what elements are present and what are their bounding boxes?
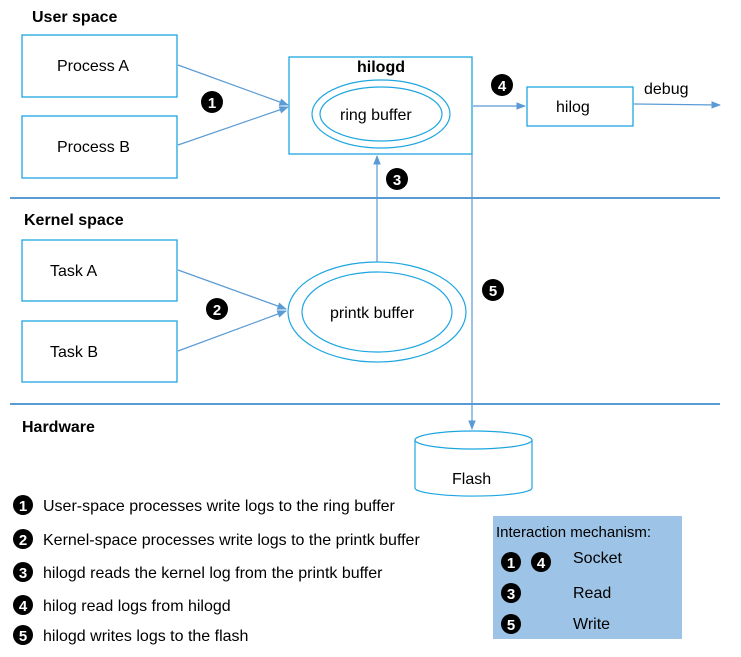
legend-item: 2 Kernel-space processes write logs to t… <box>13 529 420 549</box>
badge-step-3: 3 <box>386 168 408 190</box>
svg-text:2: 2 <box>19 532 27 549</box>
legend-item: 5 hilogd writes logs to the flash <box>13 625 248 645</box>
flash-node: Flash <box>414 430 533 497</box>
svg-text:5: 5 <box>19 628 27 645</box>
svg-text:User-space processes write log: User-space processes write logs to the r… <box>43 498 396 515</box>
svg-text:4: 4 <box>498 78 507 95</box>
ring-buffer-inner <box>319 86 443 142</box>
svg-text:4: 4 <box>537 555 546 572</box>
badge-step-2: 2 <box>206 298 228 320</box>
mechanism-row-read: 3 Read <box>501 583 611 603</box>
panel-title: Interaction mechanism: <box>496 524 651 541</box>
svg-text:1: 1 <box>19 498 27 515</box>
arrow-process-a-to-hilogd <box>177 64 289 106</box>
svg-text:4: 4 <box>19 598 28 615</box>
arrow-task-b-to-printk <box>177 310 287 352</box>
section-label-kernel-space: Kernel space <box>24 212 124 229</box>
process-a-label: Process A <box>57 58 129 75</box>
ring-buffer-outer <box>311 79 451 149</box>
badge-step-5: 5 <box>482 279 504 301</box>
svg-text:hilogd reads the kernel log fr: hilogd reads the kernel log from the pri… <box>43 565 383 582</box>
svg-text:3: 3 <box>19 565 27 582</box>
legend-item: 4 hilog read logs from hilogd <box>13 595 231 615</box>
debug-label: debug <box>644 81 689 98</box>
svg-text:hilog read logs from hilogd: hilog read logs from hilogd <box>43 598 231 615</box>
task-a-label: Task A <box>50 263 97 280</box>
svg-text:2: 2 <box>213 302 221 319</box>
svg-text:Socket: Socket <box>573 550 622 567</box>
interaction-mechanism-panel: Interaction mechanism: 1 4 Socket 3 Read… <box>493 516 682 639</box>
hilogd-node: hilogd ring buffer <box>288 56 473 155</box>
svg-text:5: 5 <box>507 617 515 634</box>
task-b-node: Task B <box>21 320 178 383</box>
legend-item: 1 User-space processes write logs to the… <box>13 495 396 515</box>
svg-text:5: 5 <box>489 283 497 300</box>
arrow-task-a-to-printk <box>177 269 287 310</box>
svg-text:1: 1 <box>507 555 515 572</box>
svg-text:Kernel-space processes write l: Kernel-space processes write logs to the… <box>43 532 420 549</box>
mechanism-row-socket: 1 4 Socket <box>501 550 622 572</box>
hilog-label: hilog <box>556 99 590 116</box>
task-a-node: Task A <box>21 239 178 302</box>
badge-step-4: 4 <box>491 74 513 96</box>
svg-text:hilogd writes logs to the flas: hilogd writes logs to the flash <box>43 628 248 645</box>
arrow-process-b-to-hilogd <box>177 106 289 146</box>
printk-buffer-node: printk buffer <box>287 261 467 363</box>
mechanism-row-write: 5 Write <box>501 614 610 634</box>
svg-text:3: 3 <box>393 172 401 189</box>
hilog-node: hilog <box>526 86 634 127</box>
process-b-node: Process B <box>21 115 178 179</box>
arrow-hilog-debug <box>633 101 721 109</box>
legend-item: 3 hilogd reads the kernel log from the p… <box>13 562 383 582</box>
section-label-hardware: Hardware <box>22 419 95 436</box>
section-label-user-space: User space <box>32 9 117 26</box>
process-a-node: Process A <box>21 34 178 98</box>
printk-buffer-label: printk buffer <box>330 305 415 322</box>
ring-buffer-label: ring buffer <box>340 107 412 124</box>
svg-text:1: 1 <box>208 95 216 112</box>
printk-buffer-inner <box>301 271 453 353</box>
svg-text:Read: Read <box>573 585 611 602</box>
hilogd-label: hilogd <box>357 59 405 76</box>
badge-step-1: 1 <box>201 91 223 113</box>
task-b-label: Task B <box>50 344 98 361</box>
legend-list: 1 User-space processes write logs to the… <box>13 495 420 645</box>
svg-text:3: 3 <box>507 586 515 603</box>
process-b-label: Process B <box>57 139 130 156</box>
svg-text:Write: Write <box>573 616 610 633</box>
flash-label: Flash <box>452 471 491 488</box>
